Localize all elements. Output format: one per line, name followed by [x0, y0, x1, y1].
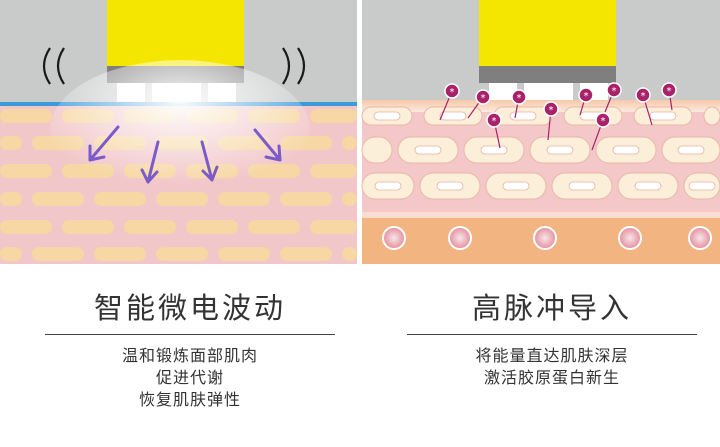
- fat-cell: [280, 247, 332, 261]
- fat-cell: [310, 164, 357, 178]
- cell-nucleus: [436, 181, 464, 191]
- fat-cell: [342, 192, 357, 206]
- fat-cell: [186, 220, 238, 234]
- left-caption-rule: [45, 334, 335, 335]
- skin-cell: [361, 136, 393, 164]
- particle-star-icon: *: [517, 93, 522, 104]
- fat-cell: [0, 136, 22, 150]
- collagen-dot: [618, 226, 642, 250]
- fat-cell: [0, 192, 22, 206]
- particle-star-icon: *: [450, 87, 455, 98]
- right-panel: * * * * * * * * * *: [361, 0, 720, 264]
- fat-cell: [310, 109, 357, 123]
- fat-cell: [94, 192, 146, 206]
- cell-nucleus: [634, 181, 662, 191]
- fat-cell: [156, 247, 208, 261]
- particle-star-icon: *: [601, 116, 606, 127]
- left-panel: [0, 0, 357, 264]
- energy-glow: [50, 60, 310, 200]
- particle-star-icon: *: [612, 86, 617, 97]
- fat-cell: [248, 220, 300, 234]
- fat-cell: [62, 220, 114, 234]
- vibration-waves-left-icon: [42, 47, 65, 85]
- left-caption-line: 恢复肌肤弹性: [138, 390, 241, 409]
- energy-particle-icon: [578, 87, 594, 103]
- right-caption-rule: [407, 334, 697, 335]
- fat-cell: [0, 109, 52, 123]
- left-caption-line: 促进代谢: [155, 368, 224, 387]
- collagen-dot: [448, 226, 472, 250]
- energy-particle-icon: [444, 83, 460, 99]
- cell-nucleus: [373, 111, 401, 121]
- particle-star-icon: *: [492, 116, 497, 127]
- fat-cell: [218, 192, 270, 206]
- cell-nucleus: [509, 111, 537, 121]
- fat-cell: [218, 247, 270, 261]
- energy-particle-icon: [475, 89, 491, 105]
- collagen-dot: [533, 226, 557, 250]
- energy-particle-icon: [661, 82, 677, 98]
- cell-nucleus: [612, 145, 640, 155]
- energy-particle-icon: [606, 82, 622, 98]
- particle-star-icon: *: [549, 105, 554, 116]
- fat-cell: [310, 220, 357, 234]
- cell-nucleus: [568, 181, 596, 191]
- right-caption-line: 将能量直达肌肤深层: [475, 346, 629, 365]
- fat-cell: [0, 220, 52, 234]
- cell-nucleus: [480, 145, 508, 155]
- collagen-dot: [688, 226, 712, 250]
- right-caption-line: 激活胶原蛋白新生: [483, 368, 620, 387]
- arrow-icon: [88, 125, 120, 162]
- cell-nucleus: [374, 181, 402, 191]
- arrow-icon: [200, 140, 219, 182]
- fat-cell: [124, 220, 176, 234]
- deep-dermis-layer: [362, 212, 720, 220]
- arrow-icon: [253, 128, 282, 162]
- collagen-dots: [382, 226, 712, 250]
- energy-particles: * * * * * * * * * *: [439, 82, 677, 151]
- energy-particle-icon: [595, 112, 611, 128]
- skin-cell: [703, 106, 720, 126]
- collagen-dot: [382, 226, 406, 250]
- device-head-right: [479, 0, 616, 102]
- left-caption-title: 智能微电波动: [93, 291, 286, 325]
- left-caption: 智能微电波动 温和锻炼面部肌肉 促进代谢 恢复肌肤弹性: [20, 288, 360, 411]
- right-caption-title: 高脉冲导入: [471, 291, 632, 325]
- particle-star-icon: *: [481, 93, 486, 104]
- cell-nucleus: [688, 181, 716, 191]
- right-caption: 高脉冲导入 将能量直达肌肤深层 激活胶原蛋白新生: [382, 288, 720, 389]
- fat-cell: [280, 192, 332, 206]
- fat-cell: [342, 136, 357, 150]
- energy-particle-icon: [635, 87, 651, 103]
- particle-star-icon: *: [667, 86, 672, 97]
- energy-arrows: [88, 125, 282, 184]
- vibration-waves-right-icon: [282, 47, 306, 85]
- fat-cell: [32, 247, 84, 261]
- cell-nucleus: [546, 145, 574, 155]
- energy-particle-icon: [543, 101, 559, 117]
- energy-particle-icon: [486, 112, 502, 128]
- particle-star-icon: *: [641, 91, 646, 102]
- arrow-icon: [140, 140, 160, 184]
- fat-cell: [0, 164, 52, 178]
- fat-cell: [94, 247, 146, 261]
- fat-cell: [32, 192, 84, 206]
- cell-nucleus: [677, 145, 705, 155]
- particle-star-icon: *: [584, 91, 589, 102]
- cell-nucleus: [439, 111, 467, 121]
- cell-nucleus: [414, 145, 442, 155]
- left-caption-line: 温和锻炼面部肌肉: [121, 346, 258, 365]
- panel-divider: [357, 0, 362, 264]
- fat-cell: [342, 247, 357, 261]
- cell-nucleus: [502, 181, 530, 191]
- energy-particle-icon: [511, 89, 527, 105]
- fat-cell: [0, 247, 22, 261]
- cell-nucleus: [649, 111, 677, 121]
